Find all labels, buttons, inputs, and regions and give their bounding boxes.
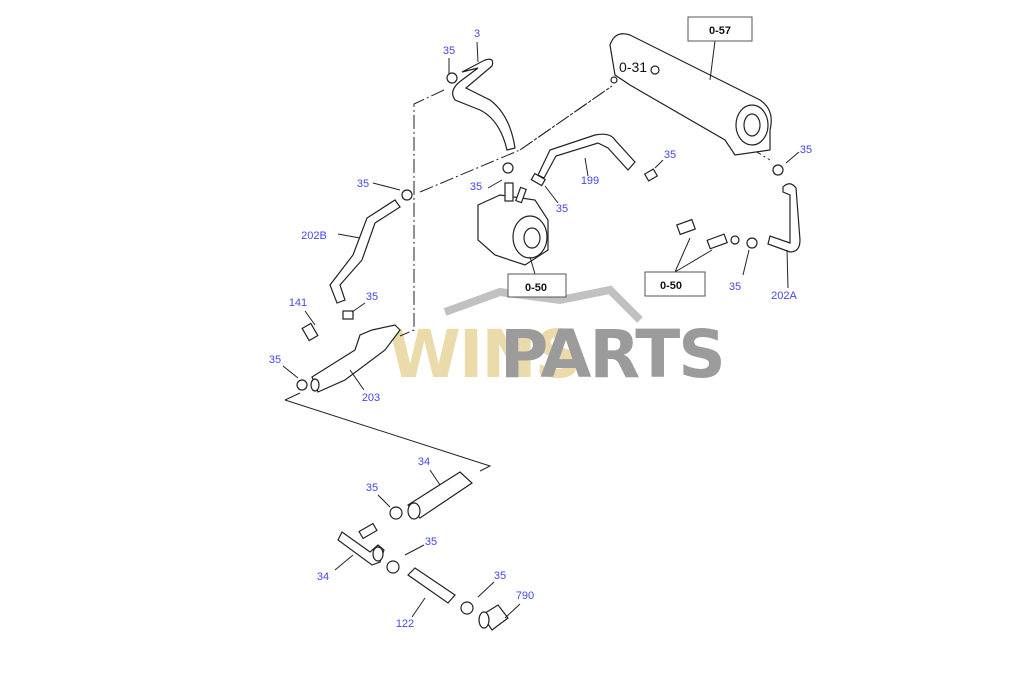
hose-199 <box>537 133 636 179</box>
callout[interactable]: 35 <box>556 203 568 215</box>
hose-202B <box>329 199 401 304</box>
callout[interactable]: 790 <box>516 590 534 602</box>
hose-clamps <box>296 72 784 615</box>
hose-122 <box>407 567 456 604</box>
callout[interactable]: 35 <box>425 536 437 548</box>
callout[interactable]: 199 <box>581 175 599 187</box>
watermark-parts: PARTS <box>500 316 724 393</box>
callout[interactable]: 35 <box>800 144 812 156</box>
ref-box-0-50-sensors[interactable]: 0-50 <box>644 271 706 297</box>
callout-labels: 35 3 35 35 199 35 35 35 202B 35 202A 141… <box>269 28 812 630</box>
callout[interactable]: 35 <box>366 291 378 303</box>
callout[interactable]: 141 <box>289 297 307 309</box>
callout[interactable]: 35 <box>357 178 369 190</box>
hose-34 <box>407 471 473 520</box>
callout[interactable]: 35 <box>443 45 455 57</box>
callout[interactable]: 34 <box>418 456 430 468</box>
ref-box-0-57[interactable]: 0-57 <box>687 16 753 42</box>
callout[interactable]: 35 <box>494 570 506 582</box>
svg-text:0-50: 0-50 <box>525 282 547 294</box>
callout[interactable]: 34 <box>317 571 329 583</box>
callout[interactable]: 122 <box>396 618 414 630</box>
pipe-203 <box>301 310 401 393</box>
callout[interactable]: 203 <box>362 392 380 404</box>
callout[interactable]: 35 <box>269 354 281 366</box>
tee-34 <box>337 522 385 566</box>
watermark-wins: WINS <box>388 316 580 393</box>
sensors <box>676 218 740 250</box>
callout[interactable]: 35 <box>366 482 378 494</box>
ref-box-0-50-pump[interactable]: 0-50 <box>507 273 567 298</box>
water-pump <box>477 182 549 266</box>
svg-text:0-50: 0-50 <box>660 280 682 292</box>
leader-lines <box>282 40 800 619</box>
hose-202A <box>767 183 801 253</box>
callout[interactable]: 202A <box>771 290 797 302</box>
callout[interactable]: 35 <box>729 281 741 293</box>
callout[interactable]: 35 <box>470 181 482 193</box>
egr-cooler <box>609 33 772 156</box>
ref-label-0-31[interactable]: 0-31 <box>619 59 647 75</box>
svg-text:0-57: 0-57 <box>709 25 731 37</box>
watermark-logo: WINS PARTS <box>388 285 726 393</box>
callout[interactable]: 35 <box>664 149 676 161</box>
callout[interactable]: 3 <box>474 28 480 40</box>
hose-3 <box>452 58 516 151</box>
cap-790 <box>478 604 509 631</box>
callout[interactable]: 202B <box>301 230 327 242</box>
